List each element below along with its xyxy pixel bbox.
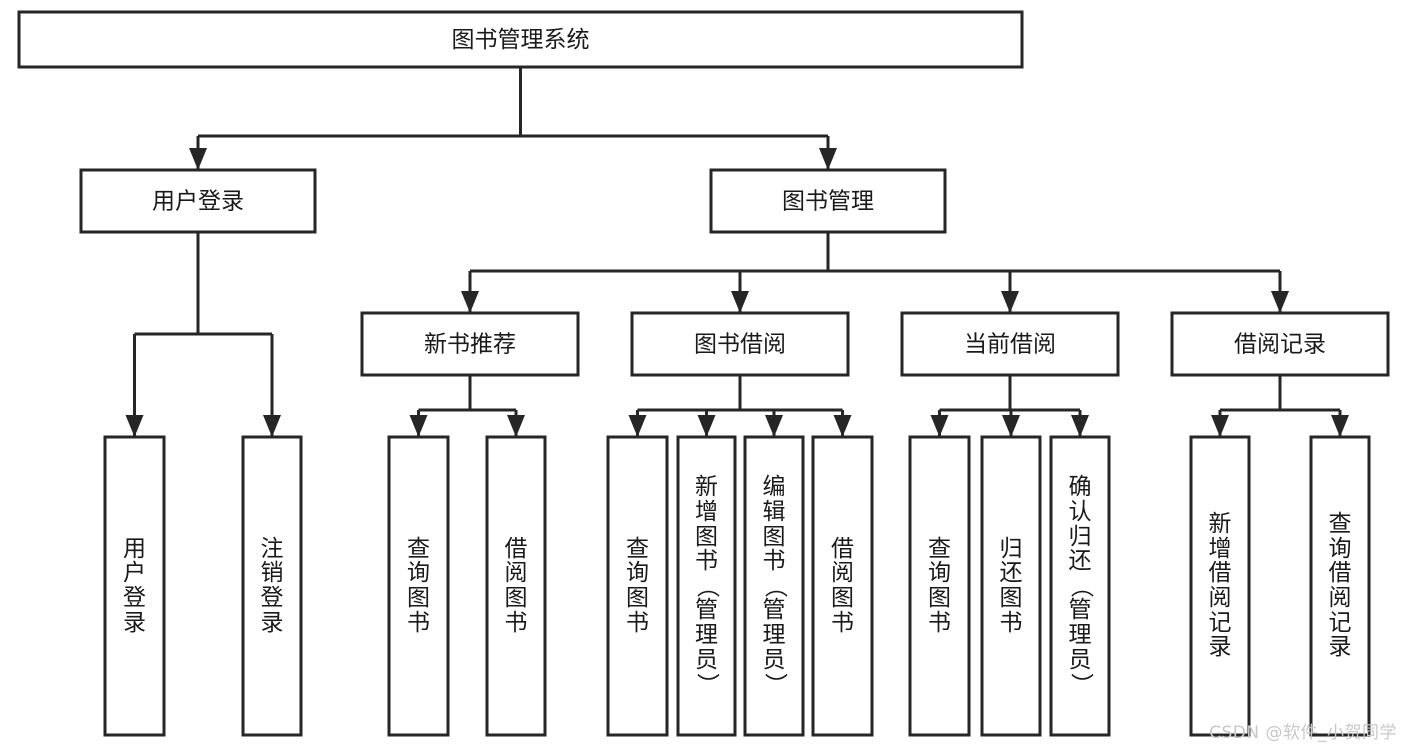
arrow-into-new-book-recommend [461,291,479,313]
node-label-book-manage: 图书管理 [782,189,874,215]
node-box-book-manage[interactable] [709,168,947,234]
node-box-current-borrow[interactable] [900,311,1120,377]
node-box-root[interactable] [17,10,1024,69]
node-box-book-borrow[interactable] [630,311,850,377]
node-label-book-borrow: 图书借阅 [694,332,786,358]
arrow-into-current-borrow [1001,291,1019,313]
node-box-borrow-book-1[interactable] [485,435,547,737]
node-box-user-logout[interactable] [241,435,303,737]
node-box-return-book[interactable] [980,435,1042,737]
arrow-into-borrow-book-1 [507,415,525,437]
node-box-query-book-3[interactable] [908,435,971,737]
boxes-layer [17,10,1390,737]
node-label-root: 图书管理系统 [452,27,590,53]
node-box-borrow-book-2[interactable] [811,435,874,737]
node-label-user-login: 用户登录 [152,189,244,215]
node-box-add-borrow-record[interactable] [1189,435,1251,737]
node-label-current-borrow: 当前借阅 [964,332,1056,358]
watermark-text: CSDN @软件_小贺同学 [1209,723,1397,743]
arrow-into-user-login-do [125,415,144,437]
arrow-into-user-logout [263,415,281,437]
arrow-into-book-borrow [731,291,749,313]
arrow-into-query-book-2 [628,415,647,437]
arrow-into-edit-book-admin [765,415,783,437]
arrow-into-add-borrow-record [1211,415,1229,437]
node-box-user-login[interactable] [79,168,317,234]
arrow-into-query-borrow-record [1331,415,1349,437]
node-label-new-book-recommend: 新书推荐 [424,332,516,358]
arrow-into-borrow-book-2 [833,415,852,437]
arrow-into-borrow-record [1271,291,1289,313]
arrow-into-confirm-return-admin [1071,415,1089,437]
arrow-into-return-book [1002,415,1020,437]
arrow-into-query-book-3 [930,415,949,437]
node-box-confirm-return-admin[interactable] [1049,435,1111,737]
arrow-into-book-manage [819,148,837,170]
arrow-into-user-login [189,148,207,170]
node-label-borrow-record: 借阅记录 [1234,332,1326,358]
node-box-edit-book-admin[interactable] [743,435,805,737]
node-box-borrow-record[interactable] [1170,311,1390,377]
node-box-query-book-2[interactable] [606,435,669,737]
node-box-query-book-1[interactable] [387,435,450,737]
arrow-into-add-book-admin [697,415,716,437]
node-box-new-book-recommend[interactable] [360,311,580,377]
node-box-add-book-admin[interactable] [676,435,737,737]
arrow-into-query-book-1 [409,415,428,437]
node-box-query-borrow-record[interactable] [1309,435,1371,737]
edges-layer [125,67,1349,437]
node-box-user-login-do[interactable] [103,435,166,737]
